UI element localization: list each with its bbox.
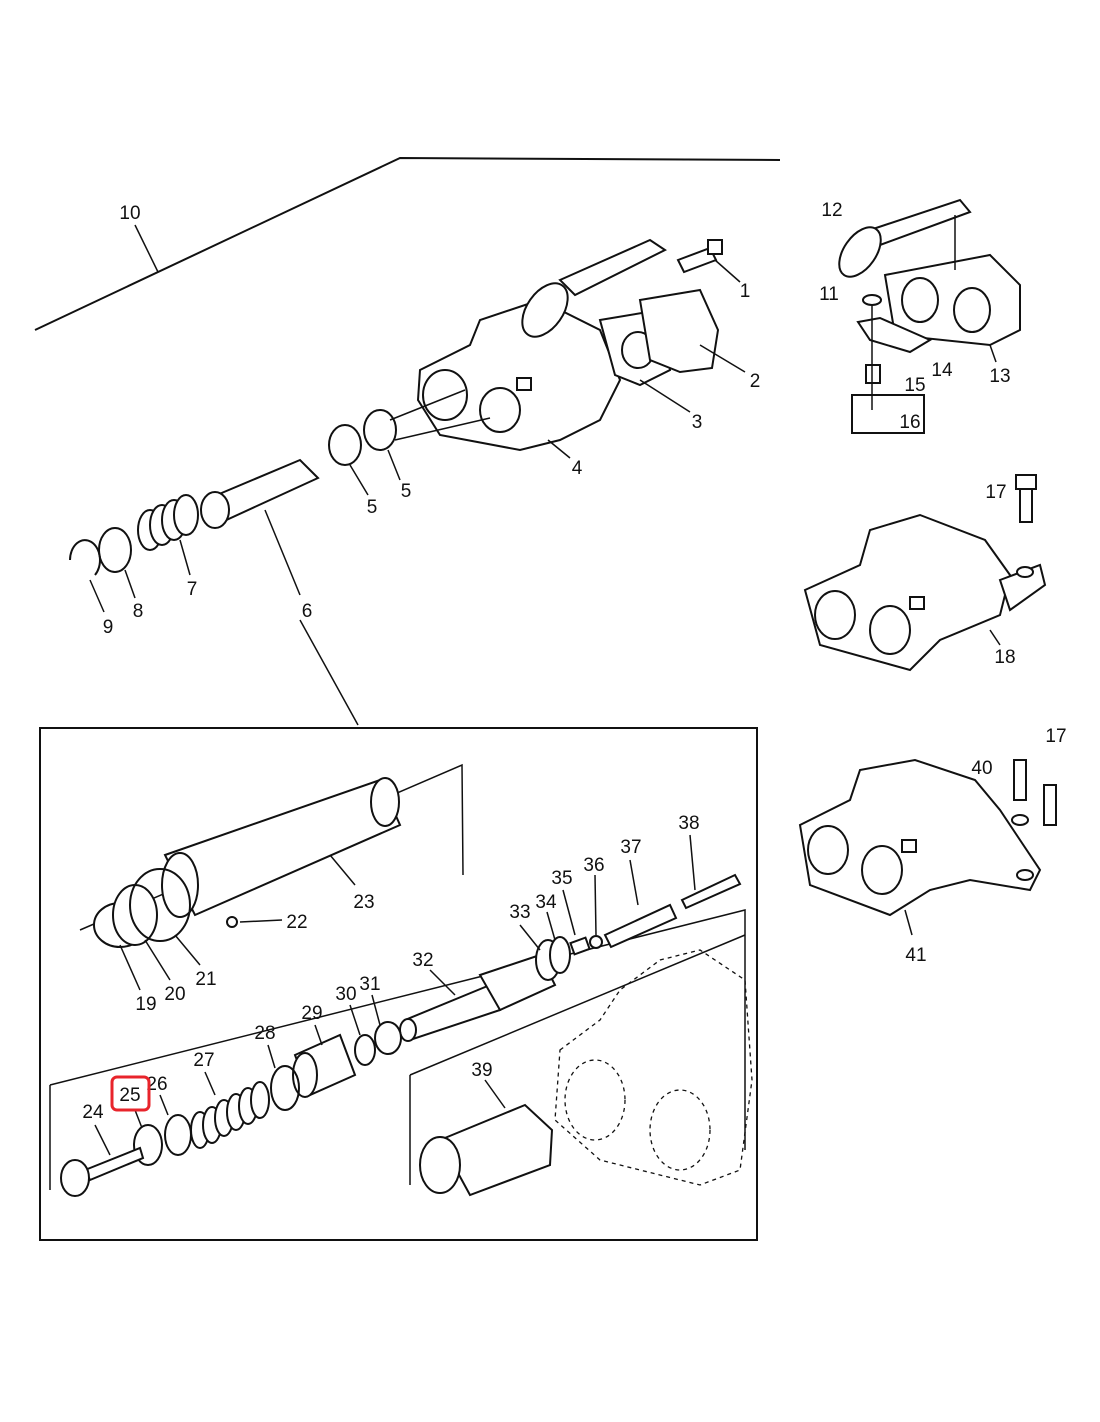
label-41: 41: [905, 945, 926, 966]
label-39: 39: [471, 1060, 492, 1081]
label-40: 40: [971, 758, 992, 779]
label-14: 14: [931, 360, 953, 381]
housing-13: [883, 253, 1021, 347]
label-5: 5: [401, 481, 412, 502]
bolt-17a: [1019, 486, 1033, 523]
spring-35: [569, 936, 591, 956]
spring-7: [137, 494, 199, 551]
label-16: 16: [899, 412, 920, 433]
valve-housing-4: [416, 298, 622, 452]
o-ring-5a: [328, 424, 362, 466]
label-20: 20: [164, 984, 185, 1005]
bolt-17b: [1043, 784, 1057, 826]
label-26: 26: [146, 1074, 167, 1095]
part-labels: 10 1 2 3 4 5 5 6 7 8 9 12 11 13 14 15 16…: [82, 200, 1066, 1123]
label-27: 27: [193, 1050, 214, 1071]
label-23: 23: [353, 892, 374, 913]
pin-38: [680, 873, 742, 910]
ring-21: [129, 868, 191, 942]
label-38: 38: [678, 813, 699, 834]
ring-28: [270, 1065, 300, 1111]
ring-34: [549, 936, 571, 974]
label-18: 18: [994, 647, 1015, 668]
ball-36: [589, 935, 603, 949]
label-12: 12: [821, 200, 842, 221]
o-ring-5b: [363, 409, 397, 451]
sleeve-23: [161, 777, 402, 918]
bolt-40: [1013, 759, 1027, 801]
highlight-box-25: [110, 1075, 151, 1112]
label-17: 17: [985, 482, 1006, 503]
label-5: 5: [367, 497, 378, 518]
label-37: 37: [620, 837, 641, 858]
lever: [558, 238, 667, 297]
label-25[interactable]: 25: [119, 1085, 140, 1106]
cover-2: [638, 288, 720, 374]
label-33: 33: [509, 902, 530, 923]
label-35: 35: [551, 868, 572, 889]
label-36: 36: [583, 855, 604, 876]
label-13: 13: [989, 366, 1010, 387]
ring-20: [112, 884, 158, 946]
label-34: 34: [535, 892, 557, 913]
spring-15: [865, 364, 881, 384]
label-32: 32: [412, 950, 433, 971]
clip-9: [69, 539, 101, 576]
label-22: 22: [286, 912, 307, 933]
label-30: 30: [335, 984, 356, 1005]
spring-27: [190, 1081, 270, 1149]
mounting-housing-dashed: [554, 949, 753, 1186]
label-1: 1: [740, 281, 751, 302]
spring-37: [603, 903, 678, 949]
label-8: 8: [133, 601, 144, 622]
housing-18: [803, 513, 1047, 672]
poppet-24: [83, 1146, 145, 1182]
label-4: 4: [572, 458, 583, 479]
label-28: 28: [254, 1023, 275, 1044]
ring-30: [354, 1034, 376, 1066]
housing-41: [798, 758, 1042, 917]
label-9: 9: [103, 617, 114, 638]
plate-14: [856, 316, 933, 354]
label-11: 11: [819, 284, 839, 305]
label-21: 21: [195, 969, 216, 990]
label-24: 24: [82, 1102, 104, 1123]
fitting-39: [419, 1103, 554, 1197]
label-15: 15: [904, 375, 925, 396]
ball-22: [226, 916, 238, 928]
washer-11: [862, 294, 882, 306]
panel-outline-10: [34, 156, 781, 331]
label-29: 29: [301, 1003, 322, 1024]
label-2: 2: [750, 371, 761, 392]
box-16: [851, 394, 925, 434]
cup-26: [164, 1114, 192, 1156]
label-31: 31: [359, 974, 380, 995]
label-17: 17: [1045, 726, 1066, 747]
label-10: 10: [119, 203, 140, 224]
label-3: 3: [692, 412, 703, 433]
cup-8: [98, 527, 132, 573]
label-6: 6: [302, 601, 313, 622]
label-19: 19: [135, 994, 156, 1015]
inset-detail-box: [39, 727, 758, 1241]
label-7: 7: [187, 579, 198, 600]
ring-31: [374, 1021, 402, 1055]
